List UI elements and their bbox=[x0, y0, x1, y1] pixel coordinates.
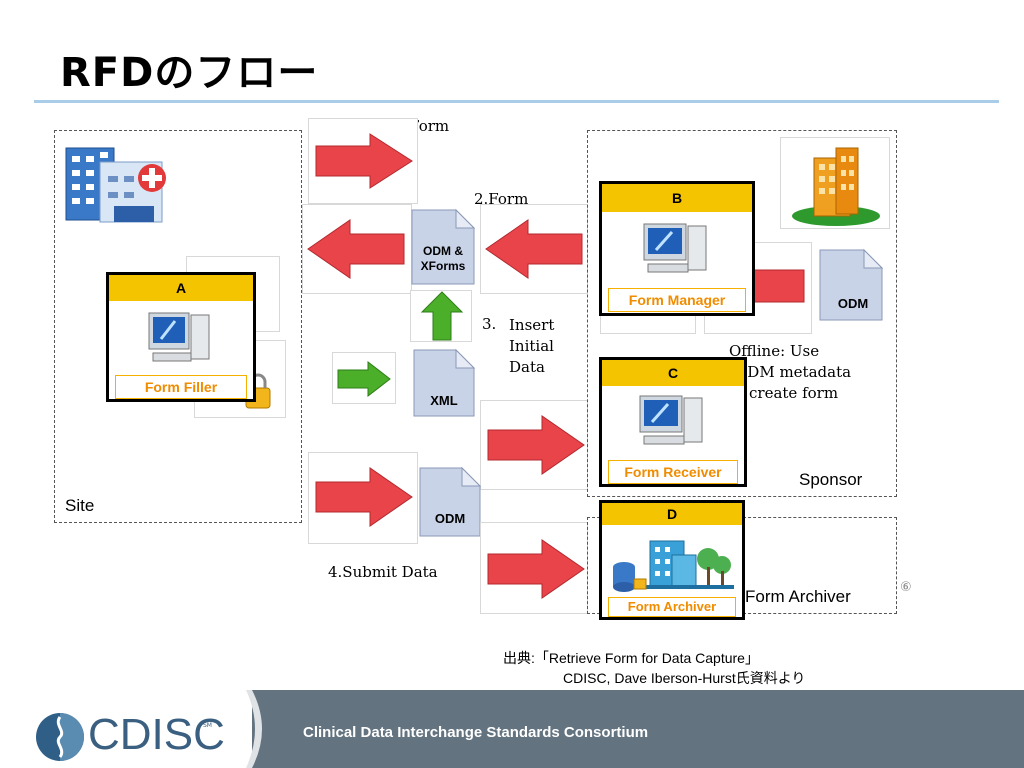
form-receiver-card: C Form Receiver bbox=[599, 357, 747, 487]
arrow-left-icon bbox=[752, 269, 805, 303]
form-archiver-card: D Form Archiver bbox=[599, 500, 745, 620]
office-building-icon bbox=[792, 147, 880, 226]
sponsor-label: Sponsor bbox=[799, 470, 863, 489]
offline-note: Offline: Use ODM metadata create form bbox=[729, 342, 852, 402]
sponsor-region bbox=[587, 130, 897, 497]
computer-icon bbox=[148, 312, 210, 362]
arrow-right-icon bbox=[487, 539, 585, 599]
footer-tagline: Clinical Data Interchange Standards Cons… bbox=[303, 724, 649, 741]
xml-document-icon bbox=[413, 348, 476, 417]
card-b-letter: B bbox=[602, 184, 752, 212]
title-divider bbox=[34, 100, 999, 103]
odm-document-icon bbox=[419, 466, 482, 537]
card-d-label: Form Archiver bbox=[608, 597, 736, 617]
odm-xforms-label: ODM &XForms bbox=[420, 244, 466, 273]
archiver-label: Form Archiver bbox=[745, 587, 851, 606]
source-line-2: CDISC, Dave Iberson-Hurst氏資料より bbox=[563, 670, 806, 686]
arrow-right-icon bbox=[487, 415, 585, 475]
source-line-1: 出典:「Retrieve Form for Data Capture」 bbox=[503, 650, 759, 666]
card-d-letter: D bbox=[602, 503, 742, 525]
form-manager-card: B Form Manager bbox=[599, 181, 755, 316]
arrow-right-icon bbox=[315, 133, 413, 189]
arrow-right-icon bbox=[315, 467, 413, 527]
footer-swoosh bbox=[246, 690, 270, 768]
odm-sponsor-label: ODM bbox=[837, 296, 869, 311]
xml-label: XML bbox=[430, 393, 458, 408]
computer-icon bbox=[643, 223, 707, 273]
footer-bar bbox=[252, 690, 1024, 768]
hospital-icon bbox=[65, 147, 166, 223]
step-insert-number: 3. bbox=[482, 315, 497, 333]
cdisc-logo-mark: SM bbox=[203, 722, 212, 729]
card-a-label: Form Filler bbox=[115, 375, 247, 399]
odm-submit-label: ODM bbox=[434, 511, 466, 526]
arrow-left-icon bbox=[485, 219, 583, 279]
page-number: ⑥ bbox=[900, 580, 912, 595]
card-b-label: Form Manager bbox=[608, 288, 746, 312]
cdisc-logo-text: CDISC bbox=[88, 710, 225, 759]
site-label: Site bbox=[65, 496, 95, 515]
step-form: 2.Form bbox=[474, 190, 529, 208]
card-c-label: Form Receiver bbox=[608, 460, 738, 484]
arrow-left-icon bbox=[307, 219, 405, 279]
site-region bbox=[54, 130, 302, 523]
odm-document-icon bbox=[819, 248, 884, 321]
document-icon bbox=[411, 208, 476, 285]
step-submit-data: 4.Submit Data bbox=[328, 563, 438, 581]
card-c-letter: C bbox=[602, 360, 744, 386]
page-title: RFDのフロー bbox=[60, 50, 319, 96]
arrow-right-green-icon bbox=[337, 360, 391, 398]
form-filler-card: A Form Filler bbox=[106, 272, 256, 402]
arrow-up-icon bbox=[420, 291, 464, 341]
cdisc-logo-icon bbox=[36, 713, 84, 761]
computer-icon bbox=[639, 395, 703, 445]
archive-illustration-icon bbox=[613, 540, 734, 592]
card-a-letter: A bbox=[109, 275, 253, 301]
